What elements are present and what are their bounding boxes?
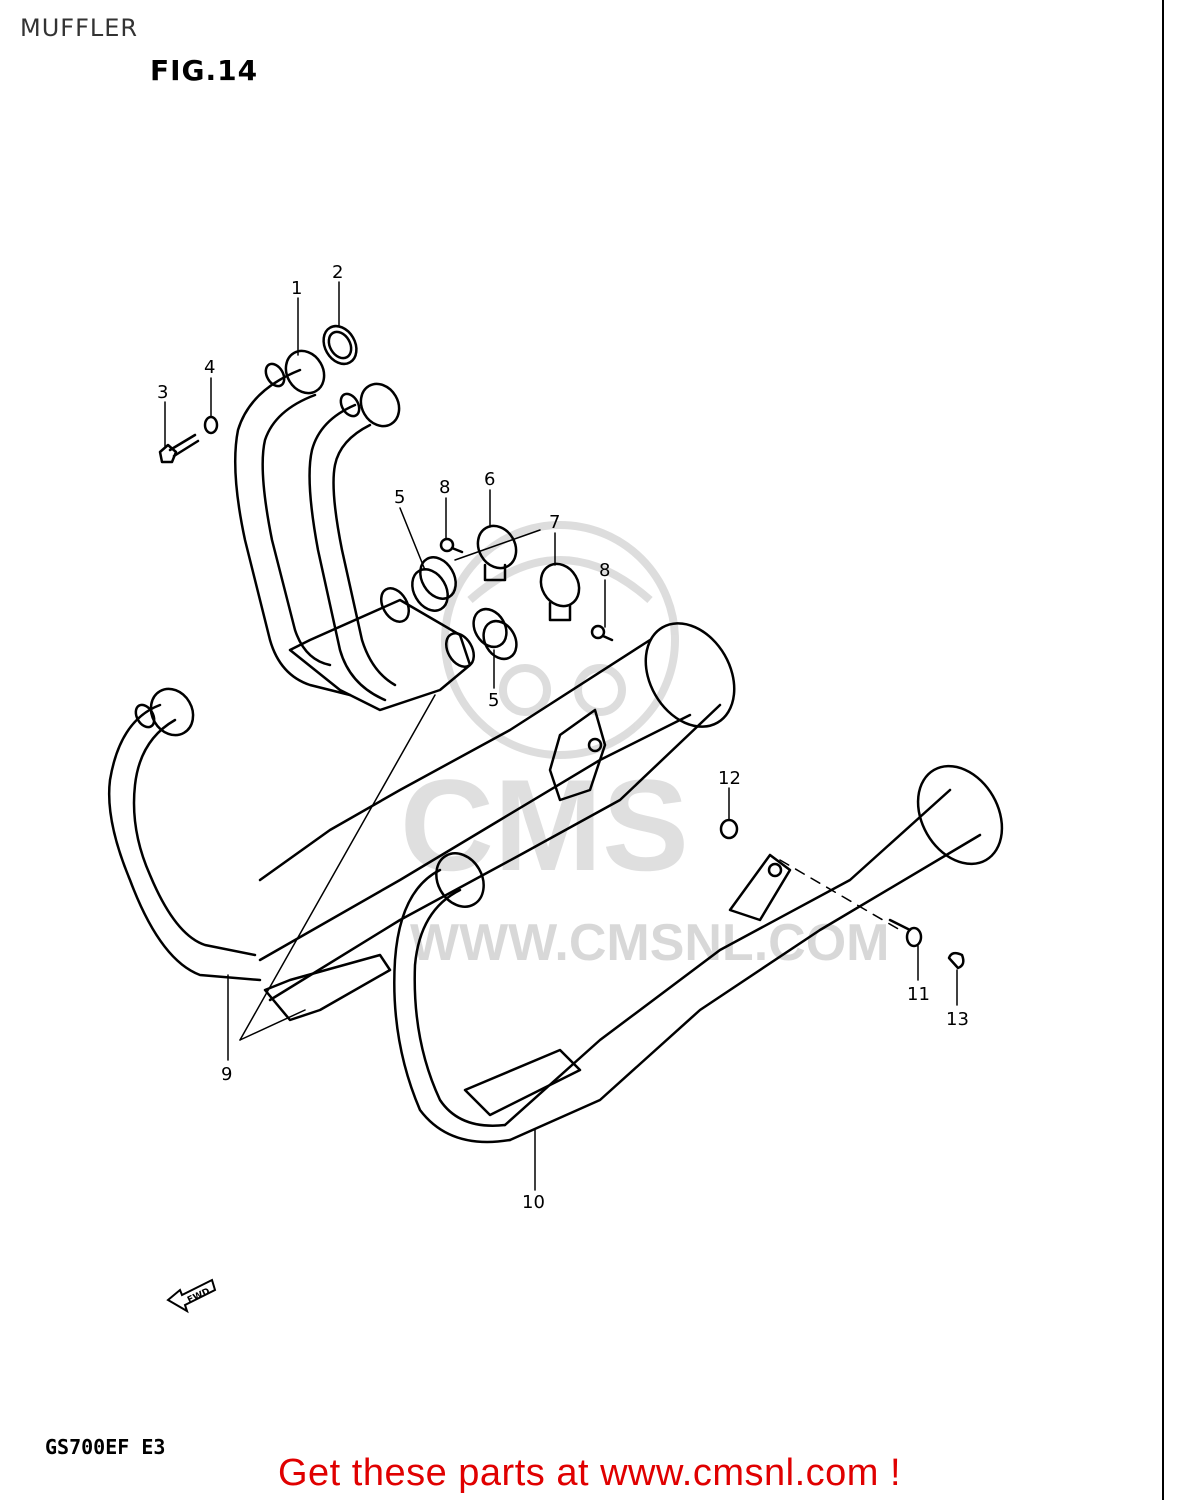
callout-11: 11 — [907, 984, 930, 1005]
callout-3: 3 — [157, 382, 168, 403]
exhaust-pipe-upper — [233, 349, 475, 712]
muffler-10 — [393, 764, 1004, 1144]
callout-1: 1 — [291, 278, 302, 299]
bolt-11 — [888, 918, 923, 948]
page-title: MUFFLER — [20, 14, 139, 42]
callout-5b: 5 — [488, 690, 499, 711]
callout-13: 13 — [946, 1009, 969, 1030]
page-border — [1162, 0, 1164, 1500]
callout-2: 2 — [332, 262, 343, 283]
muffler-9 — [107, 622, 736, 1022]
callout-7: 7 — [549, 512, 560, 533]
callout-8a: 8 — [439, 477, 450, 498]
watermark-url: WWW.CMSNL.COM — [410, 914, 889, 972]
callout-labels: 1 2 3 4 5 5 6 7 8 8 9 10 11 12 13 — [157, 262, 969, 1213]
callout-6: 6 — [484, 469, 495, 490]
nut-4 — [203, 415, 219, 435]
callout-4: 4 — [204, 357, 215, 378]
bolt-8a — [439, 537, 464, 554]
parts-link[interactable]: Get these parts at www.cmsnl.com ! — [277, 1452, 902, 1494]
watermark-brand: CMS — [400, 752, 689, 898]
connector-5-lower — [472, 607, 518, 661]
cmsnl-watermark — [441, 521, 679, 759]
callout-10: 10 — [522, 1192, 545, 1213]
callout-5a: 5 — [394, 487, 405, 508]
callout-9: 9 — [221, 1064, 232, 1085]
leader-lines — [164, 281, 958, 1191]
callout-12: 12 — [718, 768, 741, 789]
figure-label: FIG.14 — [150, 54, 259, 87]
callout-8b: 8 — [599, 560, 610, 581]
clamp-7 — [539, 562, 581, 622]
forward-direction-arrow-icon: FWD — [166, 1278, 217, 1314]
model-code: GS700EF E3 — [45, 1435, 166, 1459]
bolt-3 — [158, 433, 200, 464]
connector-5-upper — [411, 556, 457, 612]
clamp-6 — [476, 524, 518, 582]
bolt-8b — [590, 624, 614, 642]
cap-13 — [947, 951, 965, 970]
gasket-2 — [322, 324, 358, 366]
nut-12 — [719, 818, 739, 840]
